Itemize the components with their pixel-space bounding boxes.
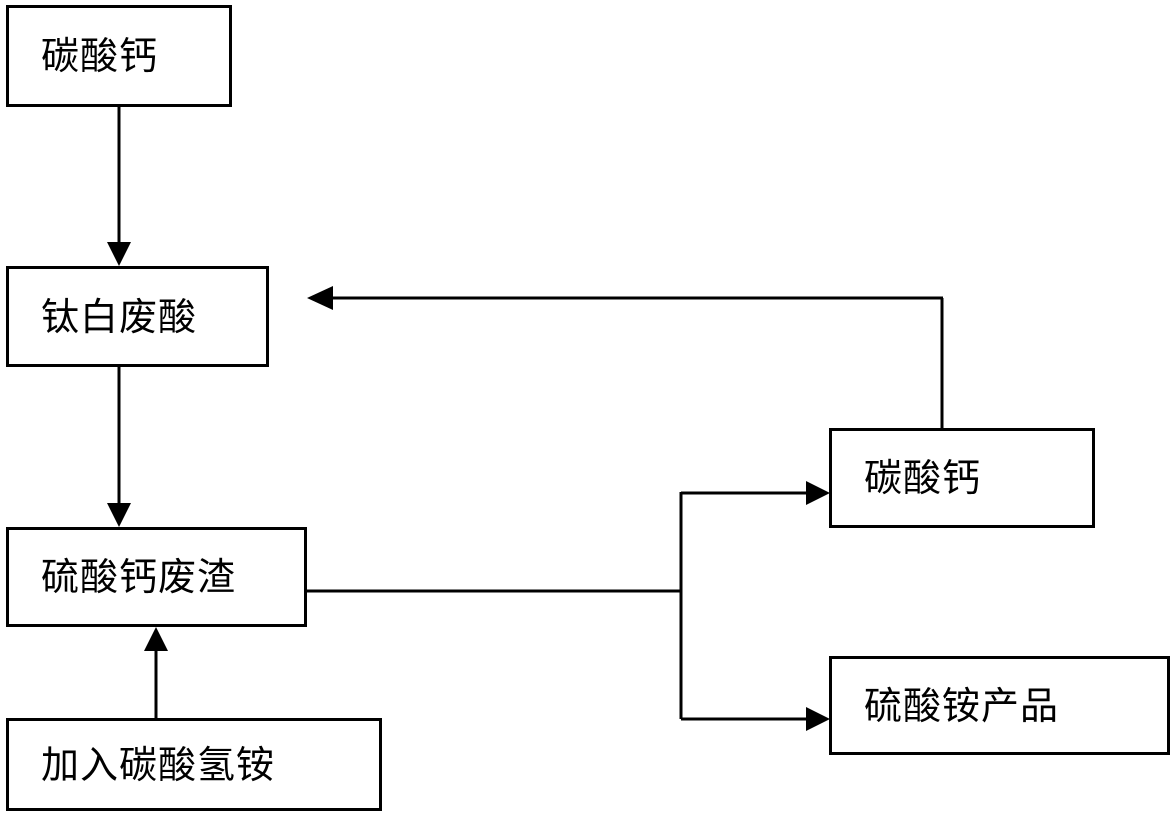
node-calcium-carbonate-input: 碳酸钙	[6, 5, 232, 107]
node-ammonium-sulfate-product: 硫酸铵产品	[829, 656, 1170, 755]
node-label: 碳酸钙	[41, 34, 159, 78]
arrow-split-to-carbonate-output	[681, 481, 830, 505]
arrow-carbonate-to-waste-acid	[107, 107, 131, 266]
node-label: 硫酸钙废渣	[41, 555, 237, 599]
node-calcium-carbonate-output: 碳酸钙	[829, 428, 1095, 528]
arrow-waste-acid-to-residue	[107, 367, 131, 527]
connector-residue-to-split	[307, 492, 683, 719]
node-titanium-white-waste-acid: 钛白废酸	[6, 266, 269, 367]
node-calcium-sulfate-waste-residue: 硫酸钙废渣	[6, 527, 307, 627]
arrow-split-to-ammonium-sulfate	[681, 707, 830, 731]
node-label: 加入碳酸氢铵	[41, 742, 276, 787]
node-label: 碳酸钙	[864, 456, 982, 500]
arrow-recycle-carbonate-to-waste-acid	[307, 286, 944, 428]
node-label: 硫酸铵产品	[864, 683, 1060, 728]
arrow-bicarbonate-to-residue	[144, 627, 168, 718]
node-label: 钛白废酸	[41, 294, 198, 339]
node-add-ammonium-bicarbonate: 加入碳酸氢铵	[6, 718, 382, 811]
